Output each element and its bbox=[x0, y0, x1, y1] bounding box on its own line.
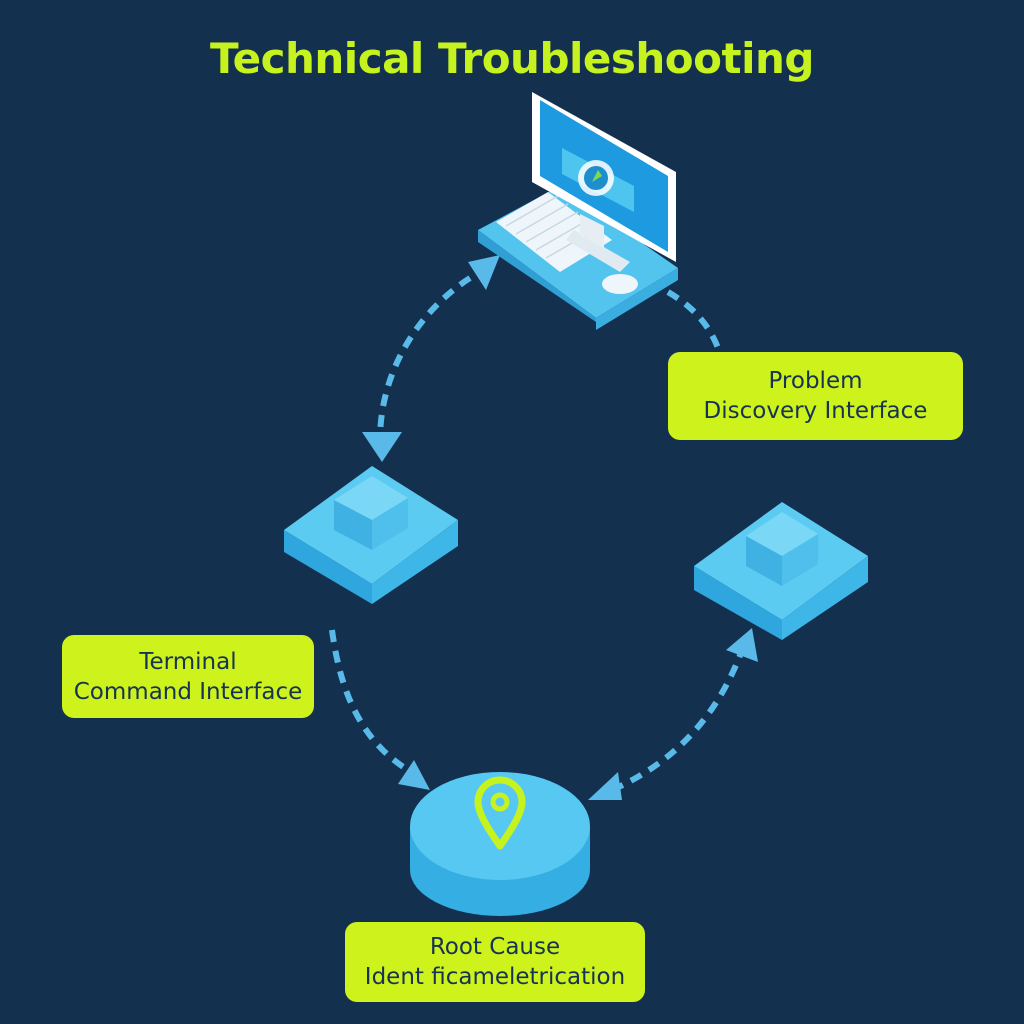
terminal-label-line2: Command Interface bbox=[73, 678, 303, 705]
terminal-label-line1: Terminal bbox=[139, 648, 237, 675]
connector-root-to-right-block bbox=[588, 628, 758, 800]
root-label-line1: Root Cause bbox=[429, 934, 561, 960]
connector-computer-to-problem bbox=[666, 289, 721, 350]
diagram-title: Technical Troubleshooting bbox=[210, 34, 814, 83]
terminal-command-label: Terminal Command Interface bbox=[62, 635, 314, 718]
problem-label-line1: Problem bbox=[768, 368, 863, 394]
root-cause-label: Root Cause Ident ficameletrication bbox=[345, 922, 645, 1002]
connector-computer-to-left-block bbox=[362, 255, 500, 462]
connector-left-block-to-root bbox=[329, 629, 430, 790]
problem-label-line2: Discovery Interface bbox=[703, 398, 928, 424]
location-pin-cylinder-icon bbox=[410, 772, 590, 916]
problem-discovery-label: Problem Discovery Interface bbox=[668, 352, 963, 440]
server-block-icon-left bbox=[284, 466, 458, 604]
desktop-computer-icon bbox=[478, 92, 678, 330]
server-block-icon-right bbox=[694, 502, 868, 640]
root-label-line2: Ident ficameletrication bbox=[364, 964, 626, 990]
